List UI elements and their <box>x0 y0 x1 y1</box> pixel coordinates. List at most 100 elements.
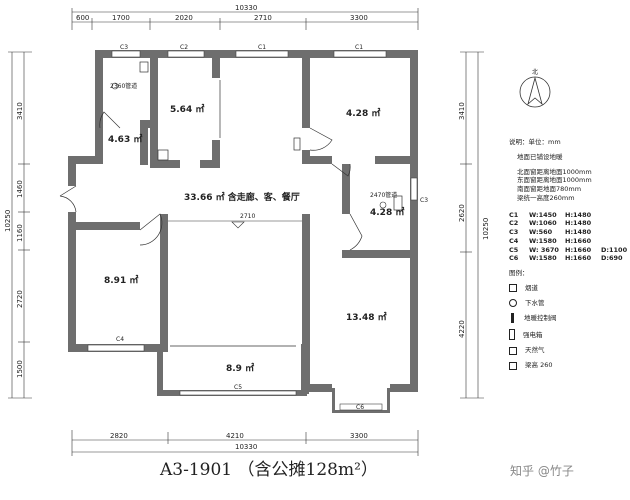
left-dimensions <box>8 51 32 399</box>
bottom-dim-2: 4210 <box>226 432 244 440</box>
window-d <box>601 211 630 220</box>
window-d: D:690 <box>601 254 623 263</box>
bottom-dimensions <box>71 430 419 456</box>
left-dim-2: 1460 <box>16 180 24 198</box>
room-bath2: 4.28 ㎡ <box>370 206 404 218</box>
top-dim-2: 1700 <box>112 14 130 22</box>
window-row: C2 W:1060 H:1480 <box>509 219 629 228</box>
window-tag-c1b: C1 <box>355 44 363 51</box>
window-tag-c3a: C3 <box>120 44 128 51</box>
top-dim-4: 2710 <box>254 14 272 22</box>
window-tag-c1a: C1 <box>258 44 266 51</box>
left-total-dim: 10250 <box>4 210 12 232</box>
bottom-dim-3: 3300 <box>350 432 368 440</box>
top-total-dim: 10330 <box>235 4 257 12</box>
drain-pipe-icon <box>111 82 119 90</box>
legend-row-flue: 烟道 <box>509 284 629 293</box>
beam-icon <box>509 361 517 370</box>
watermark: 知乎 @竹子 <box>510 464 574 478</box>
top-dim-5: 3300 <box>350 14 368 22</box>
window-tag-c4: C4 <box>116 336 124 343</box>
bottom-dim-1: 2820 <box>110 432 128 440</box>
plan-title: A3-1901 （含公摊128m²） <box>160 460 378 480</box>
window-row: C1 W:1450 H:1480 <box>509 211 629 220</box>
right-dim-2: 2620 <box>458 204 466 222</box>
window-h: H:1660 <box>565 236 592 245</box>
window-h: H:1660 <box>565 245 592 254</box>
power-box-icon <box>509 329 515 341</box>
room-bed-sw: 8.91 ㎡ <box>104 274 138 286</box>
window-h: H:1480 <box>565 210 592 219</box>
top-dimensions <box>71 8 419 30</box>
room-balcony: 8.9 ㎡ <box>226 362 254 374</box>
legend-title: 图例： <box>509 269 529 278</box>
window-code: C6 <box>509 254 519 263</box>
window-h: H:1660 <box>565 254 592 263</box>
legend-gas: 天然气 <box>525 346 545 355</box>
window-w: W:1450 <box>529 210 557 219</box>
window-w: W:1580 <box>529 236 557 245</box>
window-d <box>601 228 630 237</box>
legend-valve: 地暖控制阀 <box>524 314 557 323</box>
legend-row-valve: 地暖控制阀 <box>509 313 629 324</box>
north-label: 北 <box>532 68 538 76</box>
window-tag-c6: C6 <box>356 404 364 411</box>
bottom-total-dim: 10330 <box>235 443 257 451</box>
window-code: C1 <box>509 210 519 219</box>
legend-row-gas: 天然气 <box>509 346 629 355</box>
legend-row-power: 强电箱 <box>509 329 629 341</box>
pipe-label-2: 2470管道 <box>370 191 397 199</box>
drain-pipe-icon-2 <box>379 201 387 209</box>
right-total-dim: 10250 <box>482 218 490 240</box>
note-beam: 梁统一高度260mm <box>517 193 575 202</box>
room-living: 33.66 ㎡ 含走廊、客、餐厅 <box>184 191 300 203</box>
right-dim-3: 4220 <box>458 320 466 338</box>
note-unit: 说明：单位：mm <box>509 138 561 146</box>
room-bath1: 4.63 ㎡ <box>108 133 142 145</box>
left-dim-5: 1500 <box>16 360 24 378</box>
window-h: H:1480 <box>565 219 592 228</box>
flue-icon <box>509 284 517 293</box>
window-code: C2 <box>509 219 519 228</box>
window-w: W: 3670 <box>529 245 559 254</box>
window-tag-c5: C5 <box>234 384 242 391</box>
window-d <box>601 237 630 246</box>
right-dim-1: 3410 <box>458 102 466 120</box>
room-bed-se: 13.48 ㎡ <box>346 311 387 323</box>
window-tag-c3b: C3 <box>420 197 428 204</box>
window-row: C6 W:1580 H:1660 D:690 <box>509 254 629 263</box>
note-sill1: 北面窗距离地面1000mm <box>517 167 592 176</box>
walls <box>68 50 418 413</box>
drain-icon <box>509 299 517 308</box>
notes-legend: 说明：单位：mm 地面已铺设地暖 北面窗距离地面1000mm 东面窗距离地面10… <box>509 138 629 376</box>
note-sill3: 南面窗距地面780mm <box>517 185 582 194</box>
legend-power: 强电箱 <box>523 330 543 339</box>
legend-beam: 梁高 260 <box>525 361 553 370</box>
window-tag-c2: C2 <box>180 44 188 51</box>
window-code: C4 <box>509 236 519 245</box>
room-kitchen: 5.64 ㎡ <box>170 103 204 115</box>
right-dimensions <box>460 51 484 399</box>
level-marker-icon <box>231 221 245 229</box>
window-d <box>601 219 630 228</box>
note-sill2: 东面窗距离地面1000mm <box>517 176 592 185</box>
legend-flue: 烟道 <box>525 283 538 292</box>
left-dim-3: 1160 <box>16 224 24 242</box>
note-heat: 地面已铺设地暖 <box>517 152 563 161</box>
windows <box>87 50 418 411</box>
window-w: W:1060 <box>529 219 557 228</box>
valve-icon <box>511 313 514 324</box>
gas-icon <box>509 346 517 355</box>
pipe-label-1: 2360管道 <box>110 82 137 90</box>
doors <box>59 80 363 347</box>
window-code: C5 <box>509 245 519 254</box>
window-w: W:1580 <box>529 254 557 263</box>
legend-drain: 下水管 <box>525 298 545 307</box>
room-bed-ne: 4.28 ㎡ <box>346 107 380 119</box>
corridor-dim: 2710 <box>240 213 255 220</box>
legend-row-drain: 下水管 <box>509 299 629 308</box>
